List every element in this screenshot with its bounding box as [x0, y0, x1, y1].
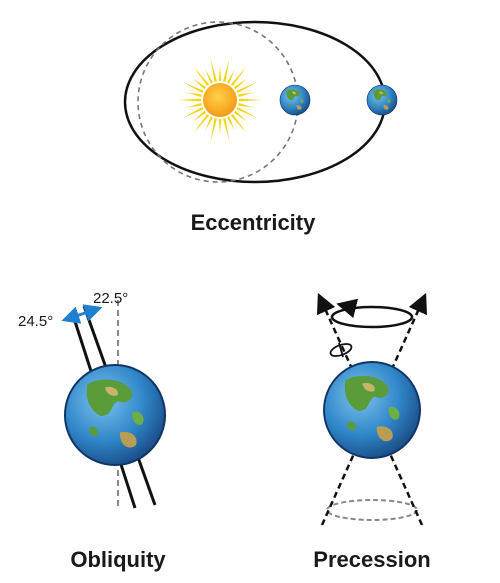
precession-direction-arrow [336, 298, 359, 319]
eccentric-orbit [123, 20, 387, 184]
earth-globe-icon [323, 361, 421, 459]
angle-label-min: 22.5° [93, 290, 128, 307]
angle-label-max: 24.5° [18, 313, 53, 330]
precession-panel: Precession [313, 292, 431, 572]
tilt-range-arrow [61, 304, 103, 324]
earth-globe-icon [366, 84, 398, 116]
precession-caption: Precession [313, 547, 430, 572]
eccentricity-panel: Eccentricity [123, 20, 398, 235]
sun-icon [178, 59, 262, 141]
obliquity-caption: Obliquity [70, 547, 166, 572]
earth-globe-icon [279, 84, 311, 116]
earth-globe-icon [64, 364, 166, 466]
eccentricity-caption: Eccentricity [191, 210, 316, 235]
bottom-precession-circle [326, 499, 418, 521]
spin-icon [329, 342, 353, 358]
obliquity-panel: 24.5° 22.5° Obliquity [18, 290, 166, 572]
top-precession-circle [330, 305, 414, 329]
